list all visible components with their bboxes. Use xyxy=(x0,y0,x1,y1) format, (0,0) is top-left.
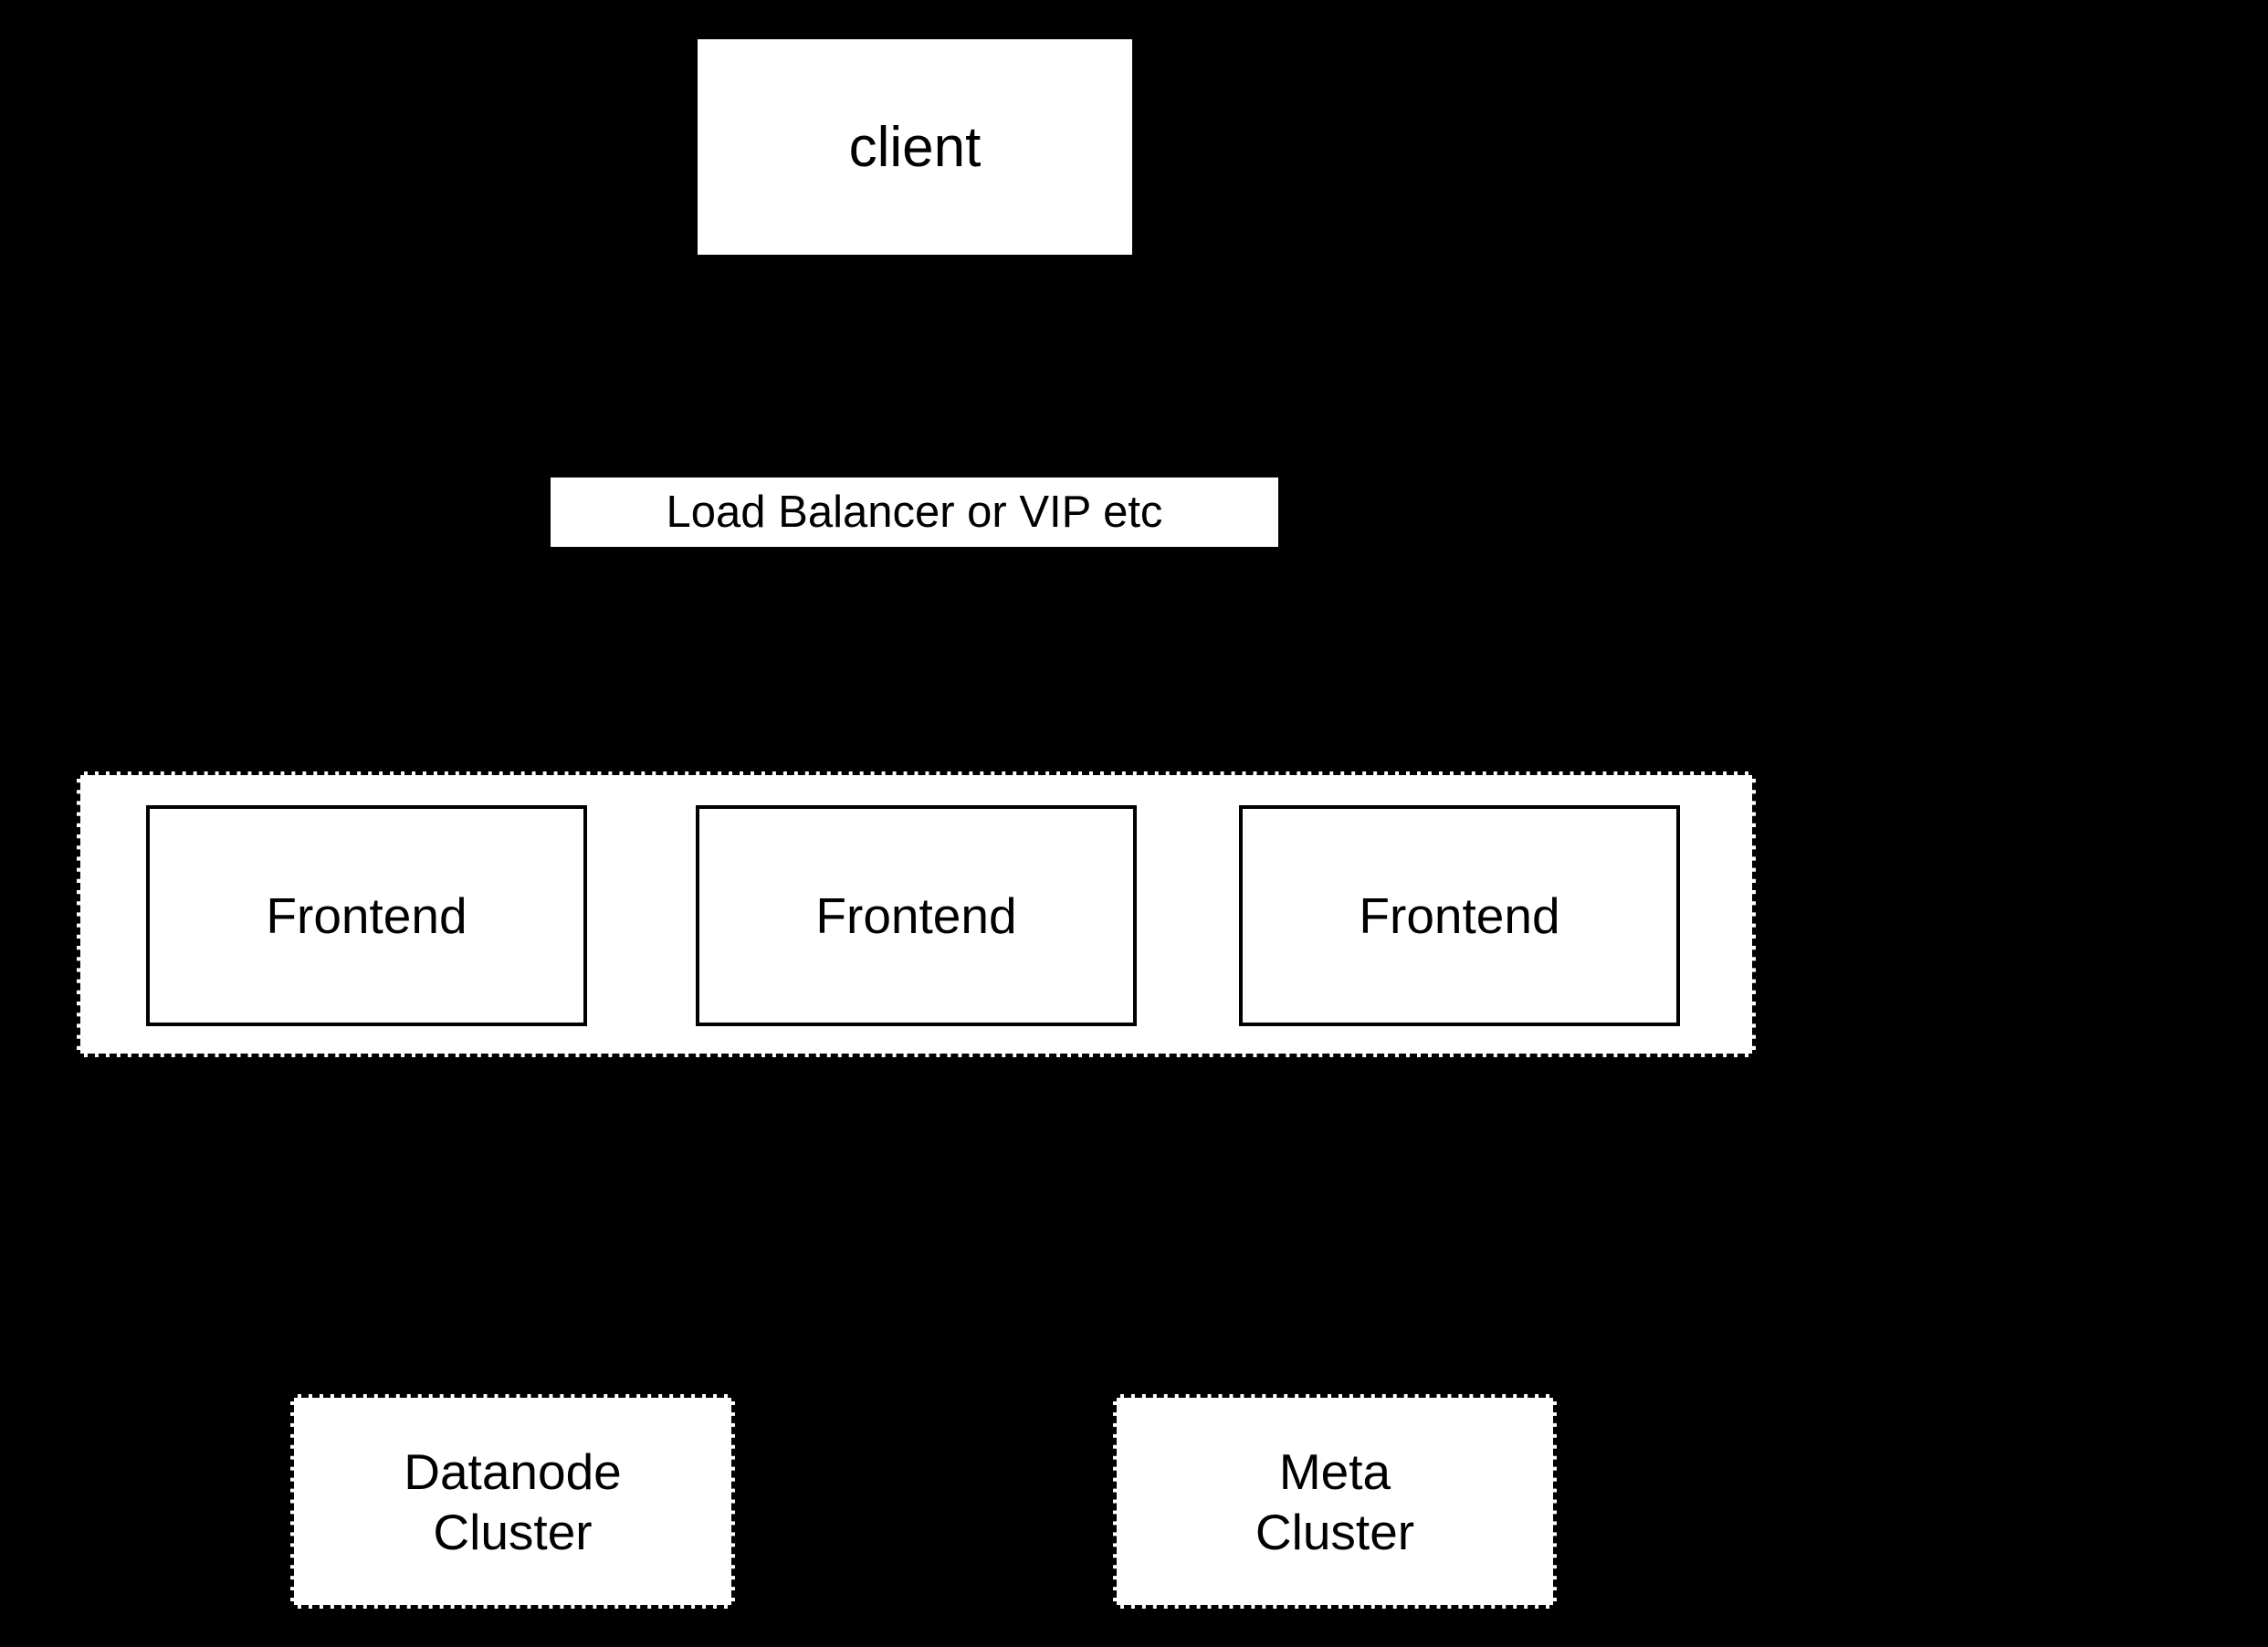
client-node: client xyxy=(698,39,1132,255)
meta-cluster-node: Meta Cluster xyxy=(1113,1394,1557,1609)
meta-cluster-label: Meta Cluster xyxy=(1255,1442,1415,1560)
frontend-label-3: Frontend xyxy=(1359,887,1560,944)
load-balancer-node: Load Balancer or VIP etc xyxy=(551,477,1278,547)
frontend-node-2: Frontend xyxy=(696,805,1137,1026)
load-balancer-label: Load Balancer or VIP etc xyxy=(666,488,1163,537)
frontend-label-2: Frontend xyxy=(815,887,1017,944)
frontend-label-1: Frontend xyxy=(266,887,467,944)
datanode-cluster-label: Datanode Cluster xyxy=(404,1442,622,1560)
client-label: client xyxy=(848,115,982,179)
frontend-node-3: Frontend xyxy=(1239,805,1680,1026)
frontend-node-1: Frontend xyxy=(146,805,587,1026)
datanode-cluster-node: Datanode Cluster xyxy=(290,1394,735,1609)
